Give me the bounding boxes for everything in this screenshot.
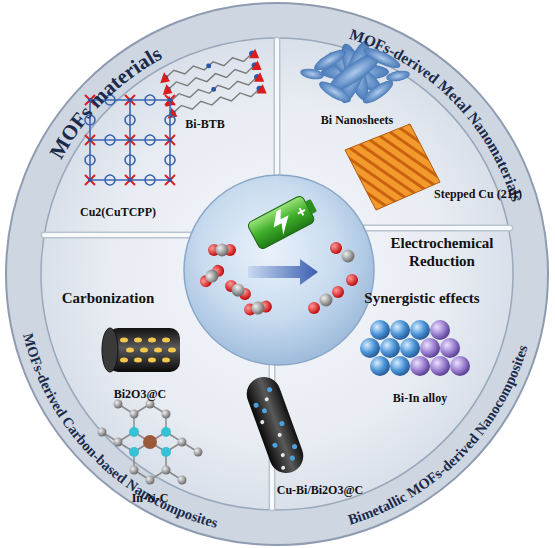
- sector-title-text: MOFs materials: [45, 41, 166, 162]
- figure-label: Carbonization: [62, 289, 155, 307]
- figure-label: Cu2(CuTCPP): [80, 205, 156, 219]
- figure-label: Cu-Bi/Bi2O3@C: [277, 483, 364, 497]
- figure-label: Synergistic effects: [364, 289, 479, 307]
- figure-label: Electrochemical Reduction: [377, 234, 507, 270]
- figure-label: Bi-In alloy: [393, 391, 447, 405]
- figure-label: In-N-C: [132, 491, 169, 505]
- figure-label: Bi-BTB: [185, 117, 224, 131]
- figure-label: Bi Nanosheets: [321, 113, 393, 127]
- figure-label: Stepped Cu (211): [434, 187, 522, 201]
- sector-title-text: Bimetallic MOFs-derived Nanocomposites: [346, 343, 531, 528]
- sector-title: Bimetallic MOFs-derived Nanocomposites: [346, 343, 531, 528]
- sector-title-text: MOFs-derived Carbon-based Nanocomposites: [20, 331, 220, 530]
- figure-label: Bi2O3@C: [114, 387, 167, 401]
- sector-title: MOFs-derived Carbon-based Nanocomposites: [20, 331, 220, 530]
- sector-title: MOFs materials: [45, 41, 166, 162]
